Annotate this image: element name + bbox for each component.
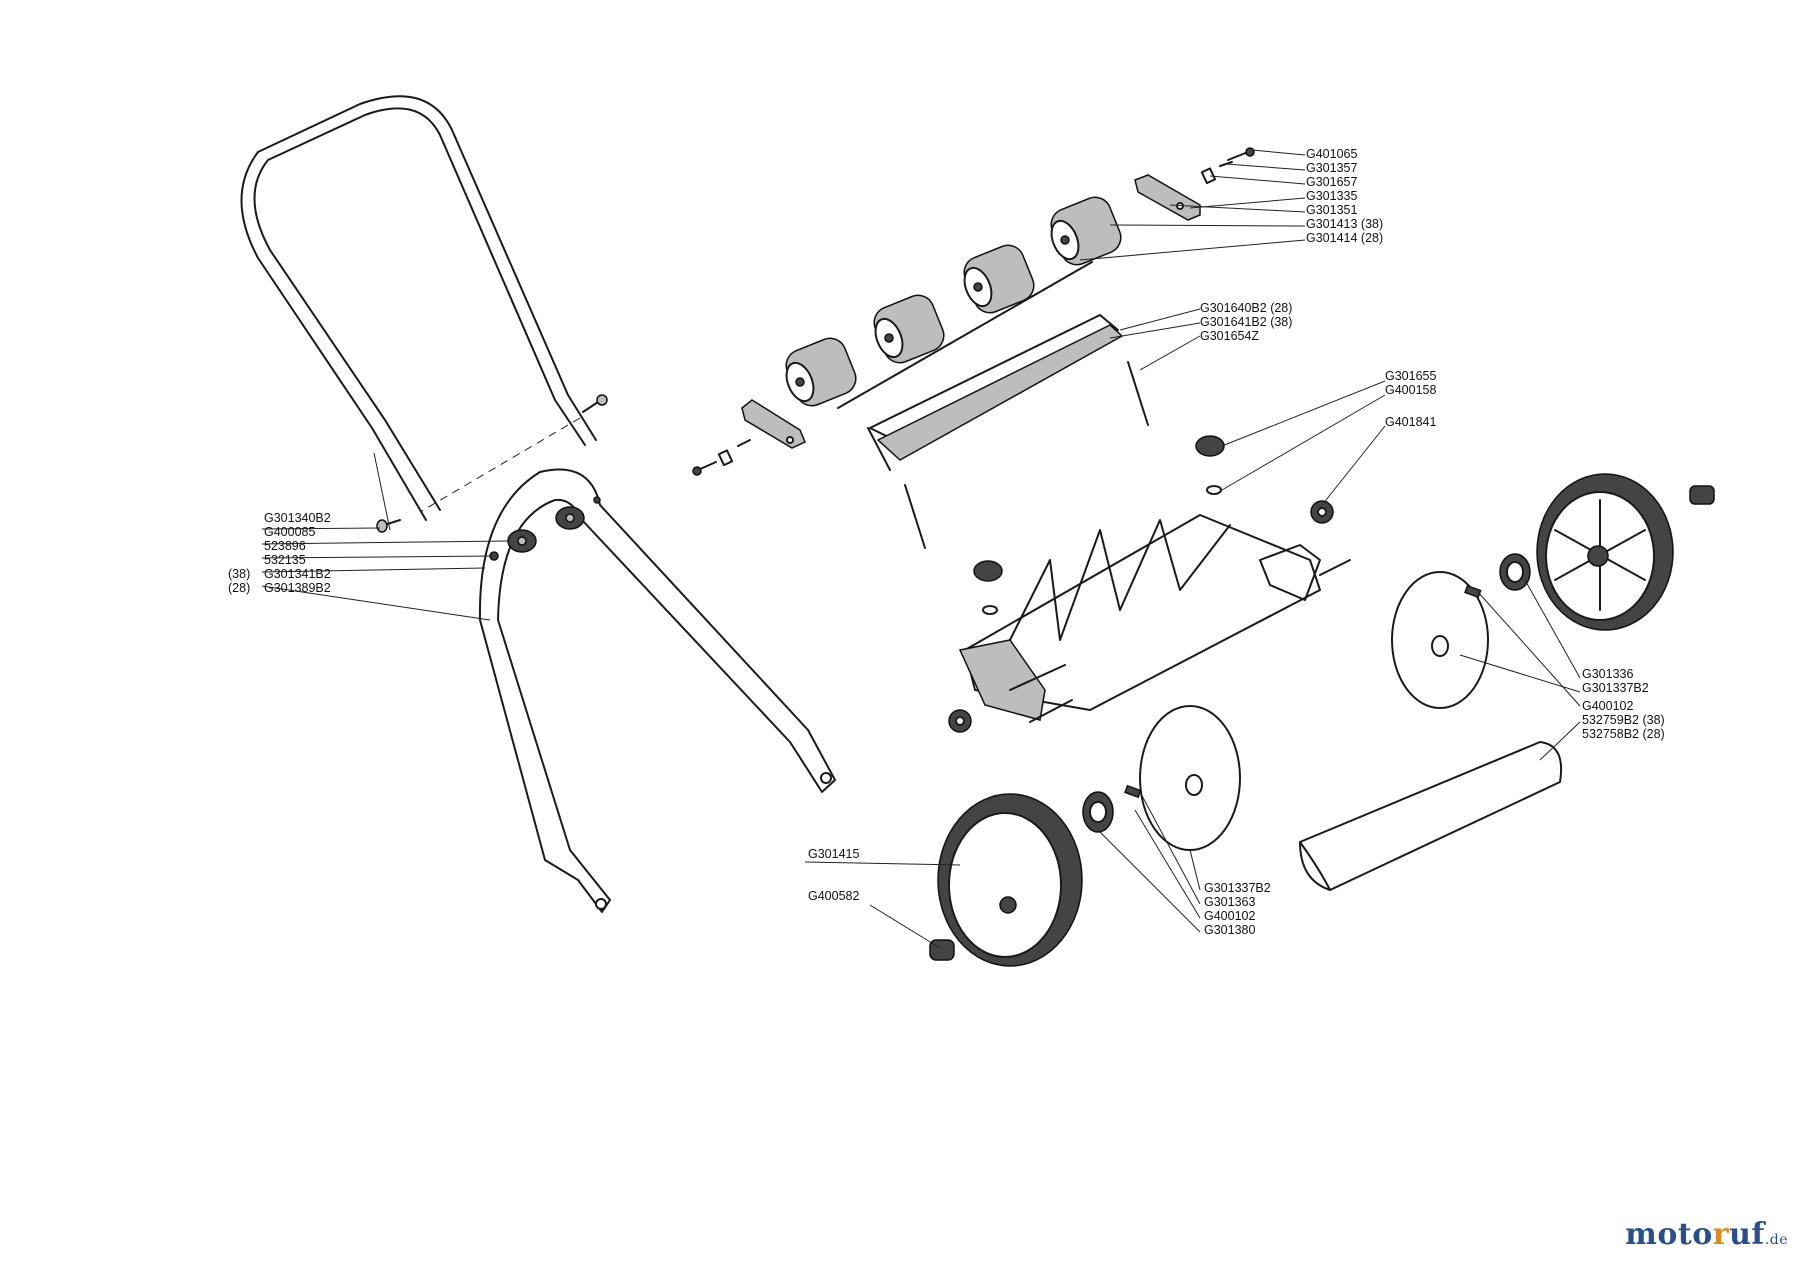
- leader-lines: [261, 149, 1581, 949]
- part-label: G301415: [808, 847, 859, 861]
- handle-washer-right-icon: [593, 496, 601, 504]
- part-label: 523896: [264, 539, 306, 553]
- gear-hub-right: [1499, 553, 1531, 591]
- part-label: G301414 (28): [1306, 231, 1383, 245]
- logo-tld: .de: [1764, 1232, 1788, 1248]
- grass-deflector: [1299, 741, 1562, 891]
- brand-logo[interactable]: motoruf.de: [1625, 1217, 1788, 1252]
- logo-part-a: moto: [1625, 1217, 1713, 1252]
- bearing-lower: [948, 709, 972, 733]
- assembly-dashed-line: [419, 417, 581, 513]
- roller-segment-4: [1050, 196, 1122, 266]
- part-label: G400582: [808, 889, 859, 903]
- part-label-variant: (38): [228, 567, 250, 581]
- upper-handle-bar: [240, 95, 597, 521]
- wheel-cap-right: [1689, 485, 1715, 505]
- part-label: G301335: [1306, 189, 1357, 203]
- gear-hub-left: [1082, 791, 1114, 833]
- wheel-cap-left: [929, 939, 955, 961]
- part-label: G401065: [1306, 147, 1357, 161]
- roller-segment-3: [963, 244, 1035, 314]
- part-label: G301641B2 (38): [1200, 315, 1292, 329]
- wheel-left: [937, 793, 1083, 967]
- part-label: G400102: [1582, 699, 1633, 713]
- adjust-knob-right: [1195, 435, 1225, 495]
- wheel-right: [1536, 473, 1674, 631]
- part-label: G401841: [1385, 415, 1436, 429]
- bracket-screw-right: [1200, 147, 1255, 185]
- cutter-bolt-lower: [904, 484, 926, 549]
- roller-axle: [837, 261, 1093, 409]
- part-label: G301363: [1204, 895, 1255, 909]
- part-label: 532759B2 (38): [1582, 713, 1665, 727]
- part-label-variant: (28): [228, 581, 250, 595]
- part-label: G400085: [264, 525, 315, 539]
- part-label: G301657: [1306, 175, 1357, 189]
- part-label: G301340B2: [264, 511, 331, 525]
- part-label: 532135: [264, 553, 306, 567]
- part-label: G301337B2: [1582, 681, 1649, 695]
- part-label: G301341B2: [264, 567, 331, 581]
- part-label: G400158: [1385, 383, 1436, 397]
- handle-knob-right: [555, 506, 585, 530]
- roller-segment-2: [873, 294, 945, 364]
- part-label: G301413 (38): [1306, 217, 1383, 231]
- logo-part-b: r: [1712, 1217, 1730, 1252]
- wheel-cover-right: [1391, 571, 1489, 709]
- part-label: G301389B2: [264, 581, 331, 595]
- bracket-screw-left: [692, 439, 751, 476]
- roller-segment-1: [785, 337, 857, 407]
- part-label: G301654Z: [1200, 329, 1259, 343]
- cutter-adjust-bolt: [1127, 361, 1149, 426]
- part-label: G301351: [1306, 203, 1357, 217]
- part-label: G301357: [1306, 161, 1357, 175]
- roller-bracket-left: [741, 399, 806, 449]
- part-label: 532758B2 (28): [1582, 727, 1665, 741]
- handle-knob-left: [507, 529, 537, 553]
- part-label: G400102: [1204, 909, 1255, 923]
- lower-handle-frame: [478, 468, 836, 913]
- part-label: G301336: [1582, 667, 1633, 681]
- part-label: G301640B2 (28): [1200, 301, 1292, 315]
- adjust-knob-left: [973, 560, 1003, 615]
- reel-cylinder-assembly: [958, 514, 1351, 723]
- drive-pawl-left: [1124, 784, 1142, 799]
- roller-bracket-right: [1134, 174, 1201, 221]
- handle-bolt-upper: [582, 394, 608, 413]
- bearing-upper: [1310, 500, 1334, 524]
- part-label: G301655: [1385, 369, 1436, 383]
- wheel-cover-left: [1139, 705, 1241, 851]
- logo-part-c: uf: [1729, 1217, 1765, 1252]
- part-label: G301337B2: [1204, 881, 1271, 895]
- part-label: G301380: [1204, 923, 1255, 937]
